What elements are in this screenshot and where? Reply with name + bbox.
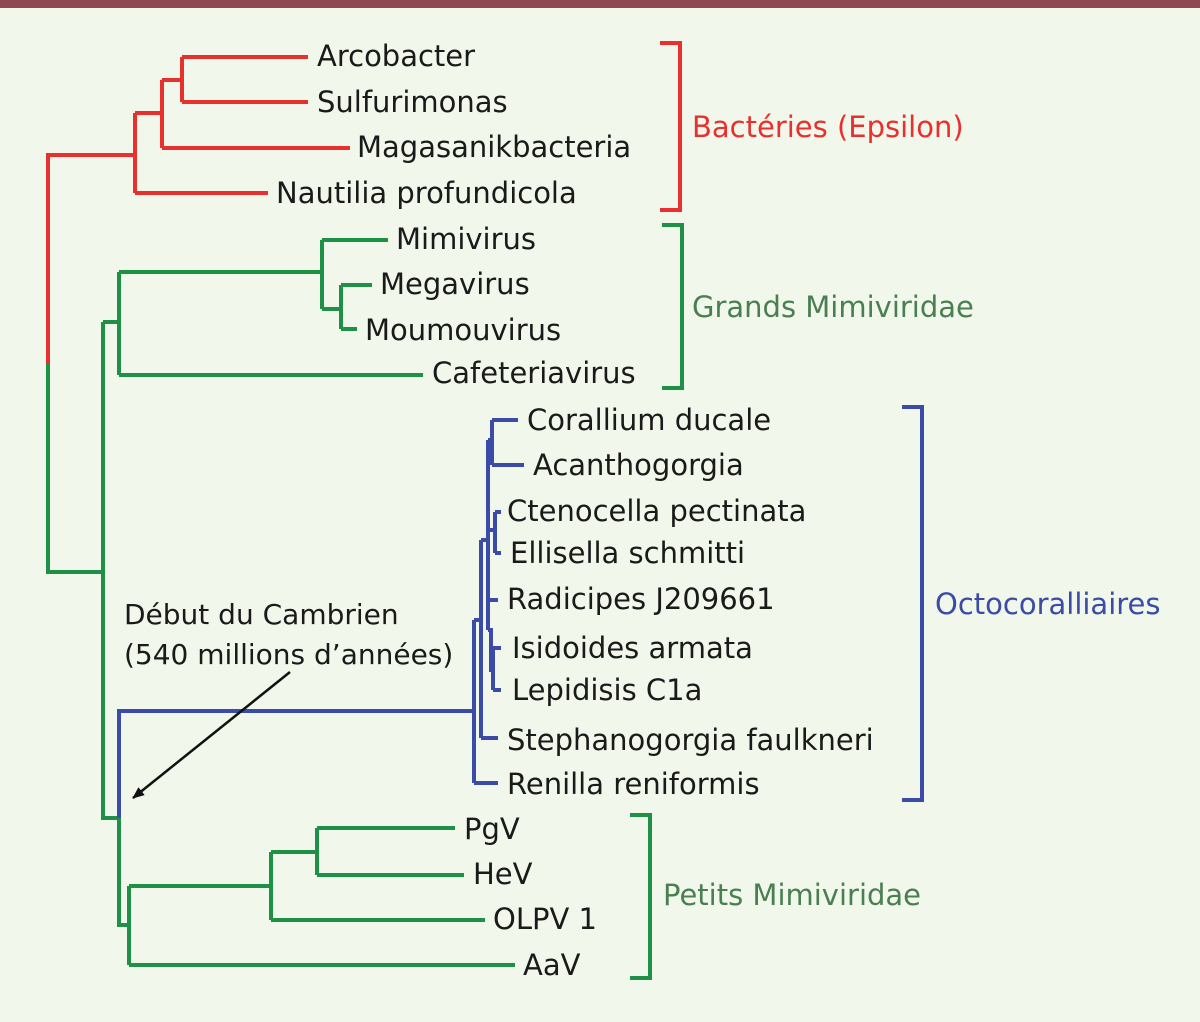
- group-label-bacteria: Bactéries (Epsilon): [692, 110, 964, 144]
- bracket-small-mimiviridae: [630, 813, 652, 980]
- branch-isi-lepi: [488, 628, 501, 692]
- taxon-acanthogorgia: Acanthogorgia: [533, 448, 744, 482]
- clade-large-mimiviridae: [46, 238, 423, 820]
- annotation-cambrian-title: Début du Cambrien: [124, 598, 399, 631]
- taxon-mimivirus: Mimivirus: [396, 222, 536, 256]
- annotation-cambrian-age: (540 millions d’années): [124, 638, 453, 671]
- group-label-large-mimiviridae: Grands Mimiviridae: [692, 290, 974, 324]
- taxon-corallium: Corallium ducale: [527, 403, 771, 437]
- branch-mega-mou: [322, 283, 372, 331]
- group-label-octocorals: Octocoralliaires: [935, 587, 1161, 621]
- taxon-isidoides: Isidoides armata: [512, 631, 753, 665]
- branch-root-red: [46, 153, 135, 365]
- taxon-magasanikbacteria: Magasanikbacteria: [357, 130, 631, 164]
- bracket-large-mimiviridae: [662, 223, 684, 390]
- branch-cten-elli: [488, 510, 501, 555]
- branch-large-mimi-stem: [103, 272, 121, 375]
- branch-root-green: [46, 363, 103, 574]
- taxon-pgv: PgV: [464, 812, 520, 846]
- bracket-bacteria: [660, 41, 682, 212]
- branch-arco-sulf-maga: [135, 57, 350, 150]
- taxon-sulfurimonas: Sulfurimonas: [317, 85, 508, 119]
- taxon-megavirus: Megavirus: [380, 267, 530, 301]
- branch-small-stem: [117, 818, 131, 965]
- taxon-hev: HeV: [473, 857, 533, 891]
- arrow-icon: [132, 671, 291, 799]
- taxon-cafeteriavirus: Cafeteriavirus: [432, 356, 636, 390]
- taxon-ellisella: Ellisella schmitti: [510, 536, 745, 570]
- clade-small-mimiviridae: [117, 818, 515, 967]
- taxon-moumouvirus: Moumouvirus: [365, 313, 561, 347]
- taxon-olpv1: OLPV 1: [493, 902, 597, 936]
- branch-octo-stem: [117, 709, 474, 818]
- taxon-arcobacter: Arcobacter: [317, 39, 475, 73]
- clade-octocorals: [117, 418, 524, 818]
- taxon-lepidisis: Lepidisis C1a: [512, 673, 702, 707]
- branch-corallium-acantho: [488, 418, 524, 467]
- clade-bacteria: [46, 55, 350, 365]
- group-label-small-mimiviridae: Petits Mimiviridae: [663, 878, 921, 912]
- branch-octo-inner: [474, 540, 498, 740]
- top-bar: [0, 0, 1200, 8]
- branch-virus-spine: [101, 322, 119, 820]
- taxon-renilla: Renilla reniformis: [507, 767, 760, 801]
- taxon-radicipes: Radicipes J209661: [507, 582, 775, 616]
- taxon-stephanogorgia: Stephanogorgia faulkneri: [507, 723, 874, 757]
- taxon-aav: AaV: [523, 948, 581, 982]
- branch-pgv-hev: [271, 826, 464, 877]
- branch-mimi-node: [119, 240, 324, 309]
- branch-small-node: [129, 852, 273, 920]
- bracket-octocorals: [902, 405, 924, 802]
- taxon-nautilia: Nautilia profundicola: [276, 176, 577, 210]
- taxon-ctenocella: Ctenocella pectinata: [507, 494, 806, 528]
